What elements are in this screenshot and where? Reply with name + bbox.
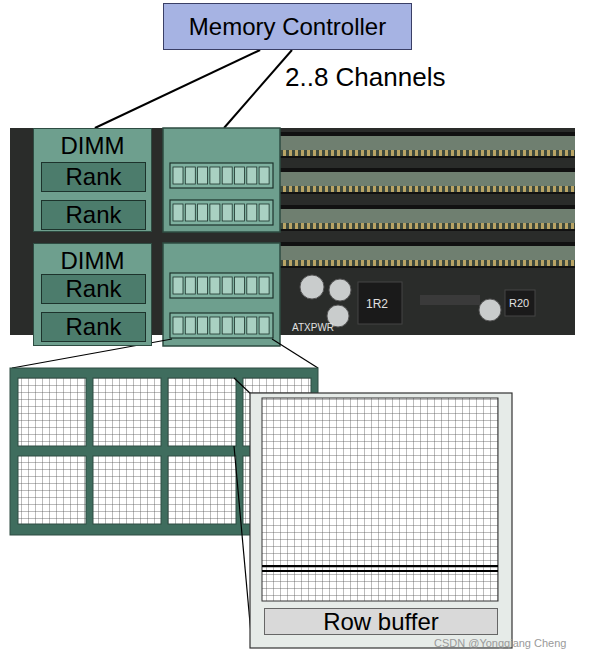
channel-label: 2..8 Channels	[285, 62, 445, 93]
watermark: CSDN @Yongqiang Cheng	[434, 637, 566, 649]
active-row	[262, 565, 498, 567]
board-marking: ATXPWR	[292, 322, 334, 333]
component-marking: R20	[509, 297, 529, 309]
rank-box-label: Rank	[65, 202, 121, 227]
channel-line	[95, 50, 260, 128]
rank-box: Rank	[41, 162, 146, 192]
motherboard-photo	[10, 128, 575, 335]
memory-controller: Memory Controller	[163, 3, 412, 50]
zoom-line	[234, 378, 252, 395]
row-buffer: Row buffer	[264, 608, 498, 635]
rank-box: Rank	[41, 312, 146, 342]
component-marking: 1R2	[366, 297, 388, 311]
dimm-module: DIMMRankRank	[33, 243, 152, 346]
memory-controller-label: Memory Controller	[189, 14, 386, 39]
dram-chips	[170, 163, 273, 338]
row-buffer-label: Row buffer	[323, 609, 439, 634]
zoom-line	[272, 339, 318, 368]
bank-zoom	[250, 393, 512, 648]
chip-column	[163, 128, 280, 346]
cell-array	[262, 398, 498, 601]
dimm-label: DIMM	[61, 248, 125, 273]
rank-box-label: Rank	[65, 314, 121, 339]
zoom-line	[234, 446, 252, 645]
dimm-module: DIMMRankRank	[33, 128, 152, 232]
rank-box: Rank	[41, 200, 146, 230]
rank-box-label: Rank	[65, 276, 121, 301]
rank-box-label: Rank	[65, 164, 121, 189]
dimm-label: DIMM	[61, 133, 125, 158]
rank-box: Rank	[41, 274, 146, 304]
active-row	[262, 570, 498, 572]
